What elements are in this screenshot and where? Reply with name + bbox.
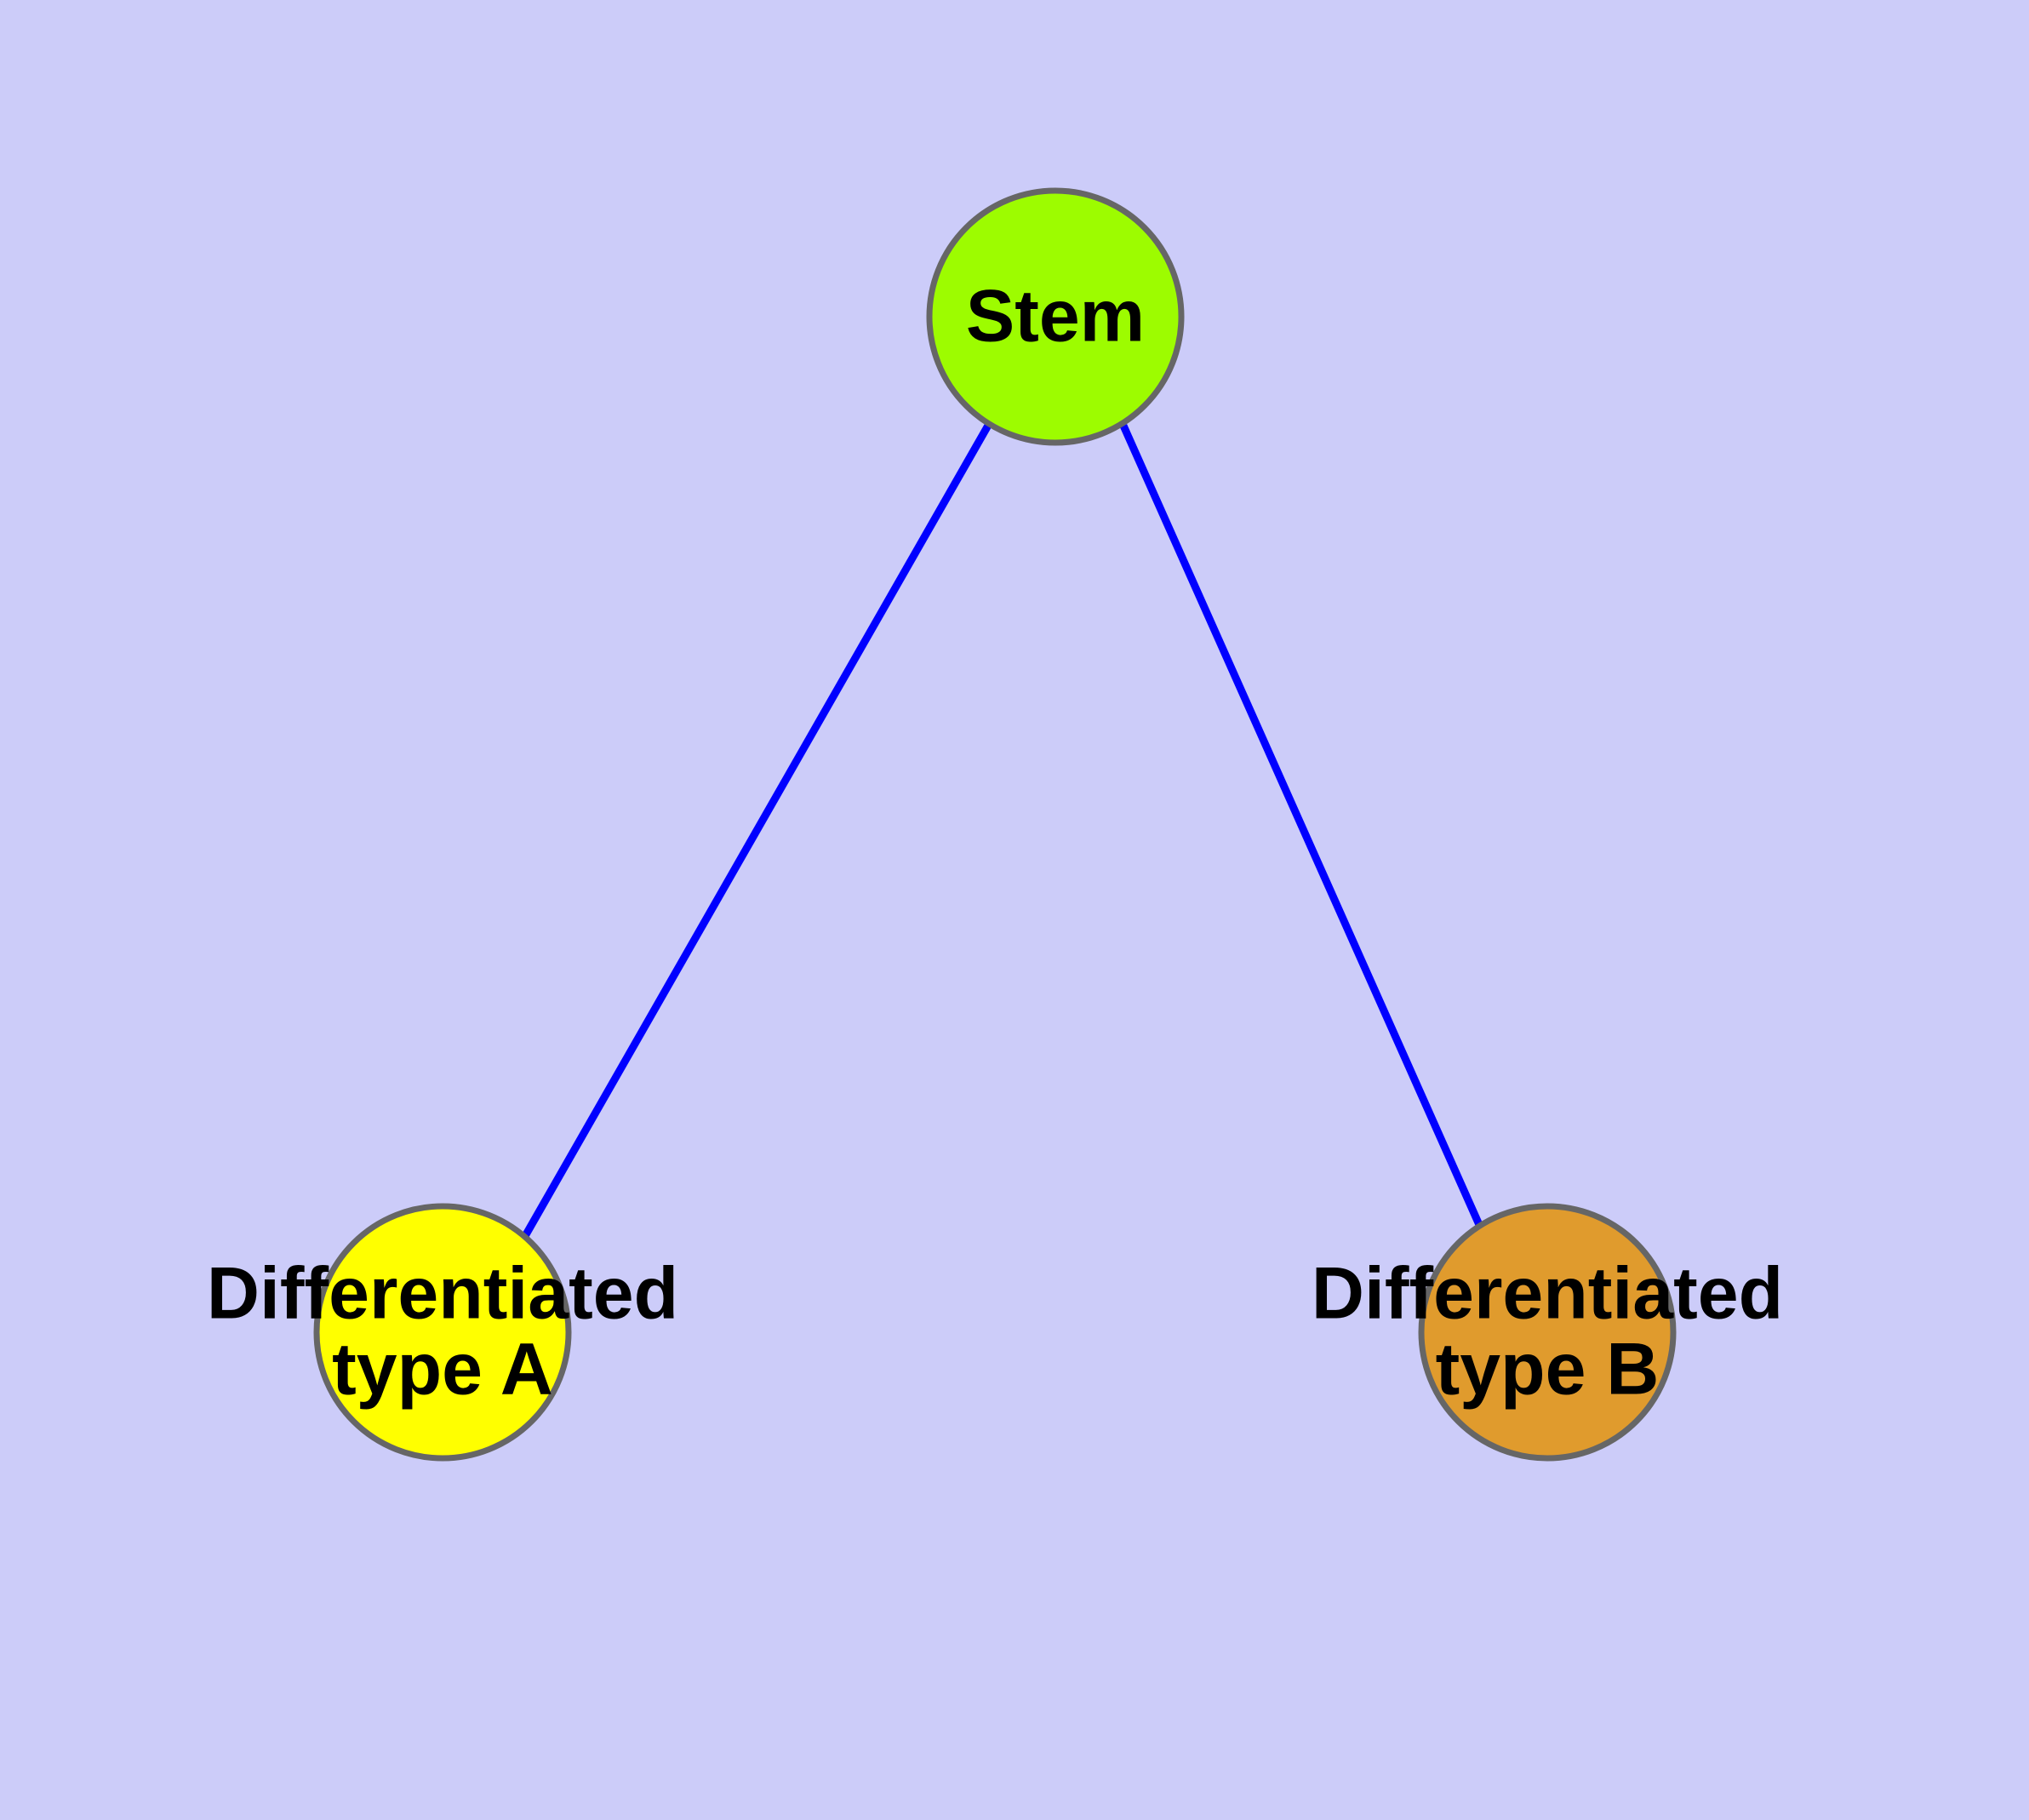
node-stem[interactable]	[926, 187, 1185, 446]
nodes-group	[313, 187, 1677, 1462]
edge-stem-to-diff-b[interactable]	[1119, 424, 1484, 1228]
edges-group	[522, 421, 1484, 1239]
edge-stem-to-diff-a[interactable]	[522, 421, 992, 1239]
node-differentiated-type-a[interactable]	[313, 1203, 572, 1462]
node-differentiated-type-b[interactable]	[1418, 1203, 1677, 1462]
